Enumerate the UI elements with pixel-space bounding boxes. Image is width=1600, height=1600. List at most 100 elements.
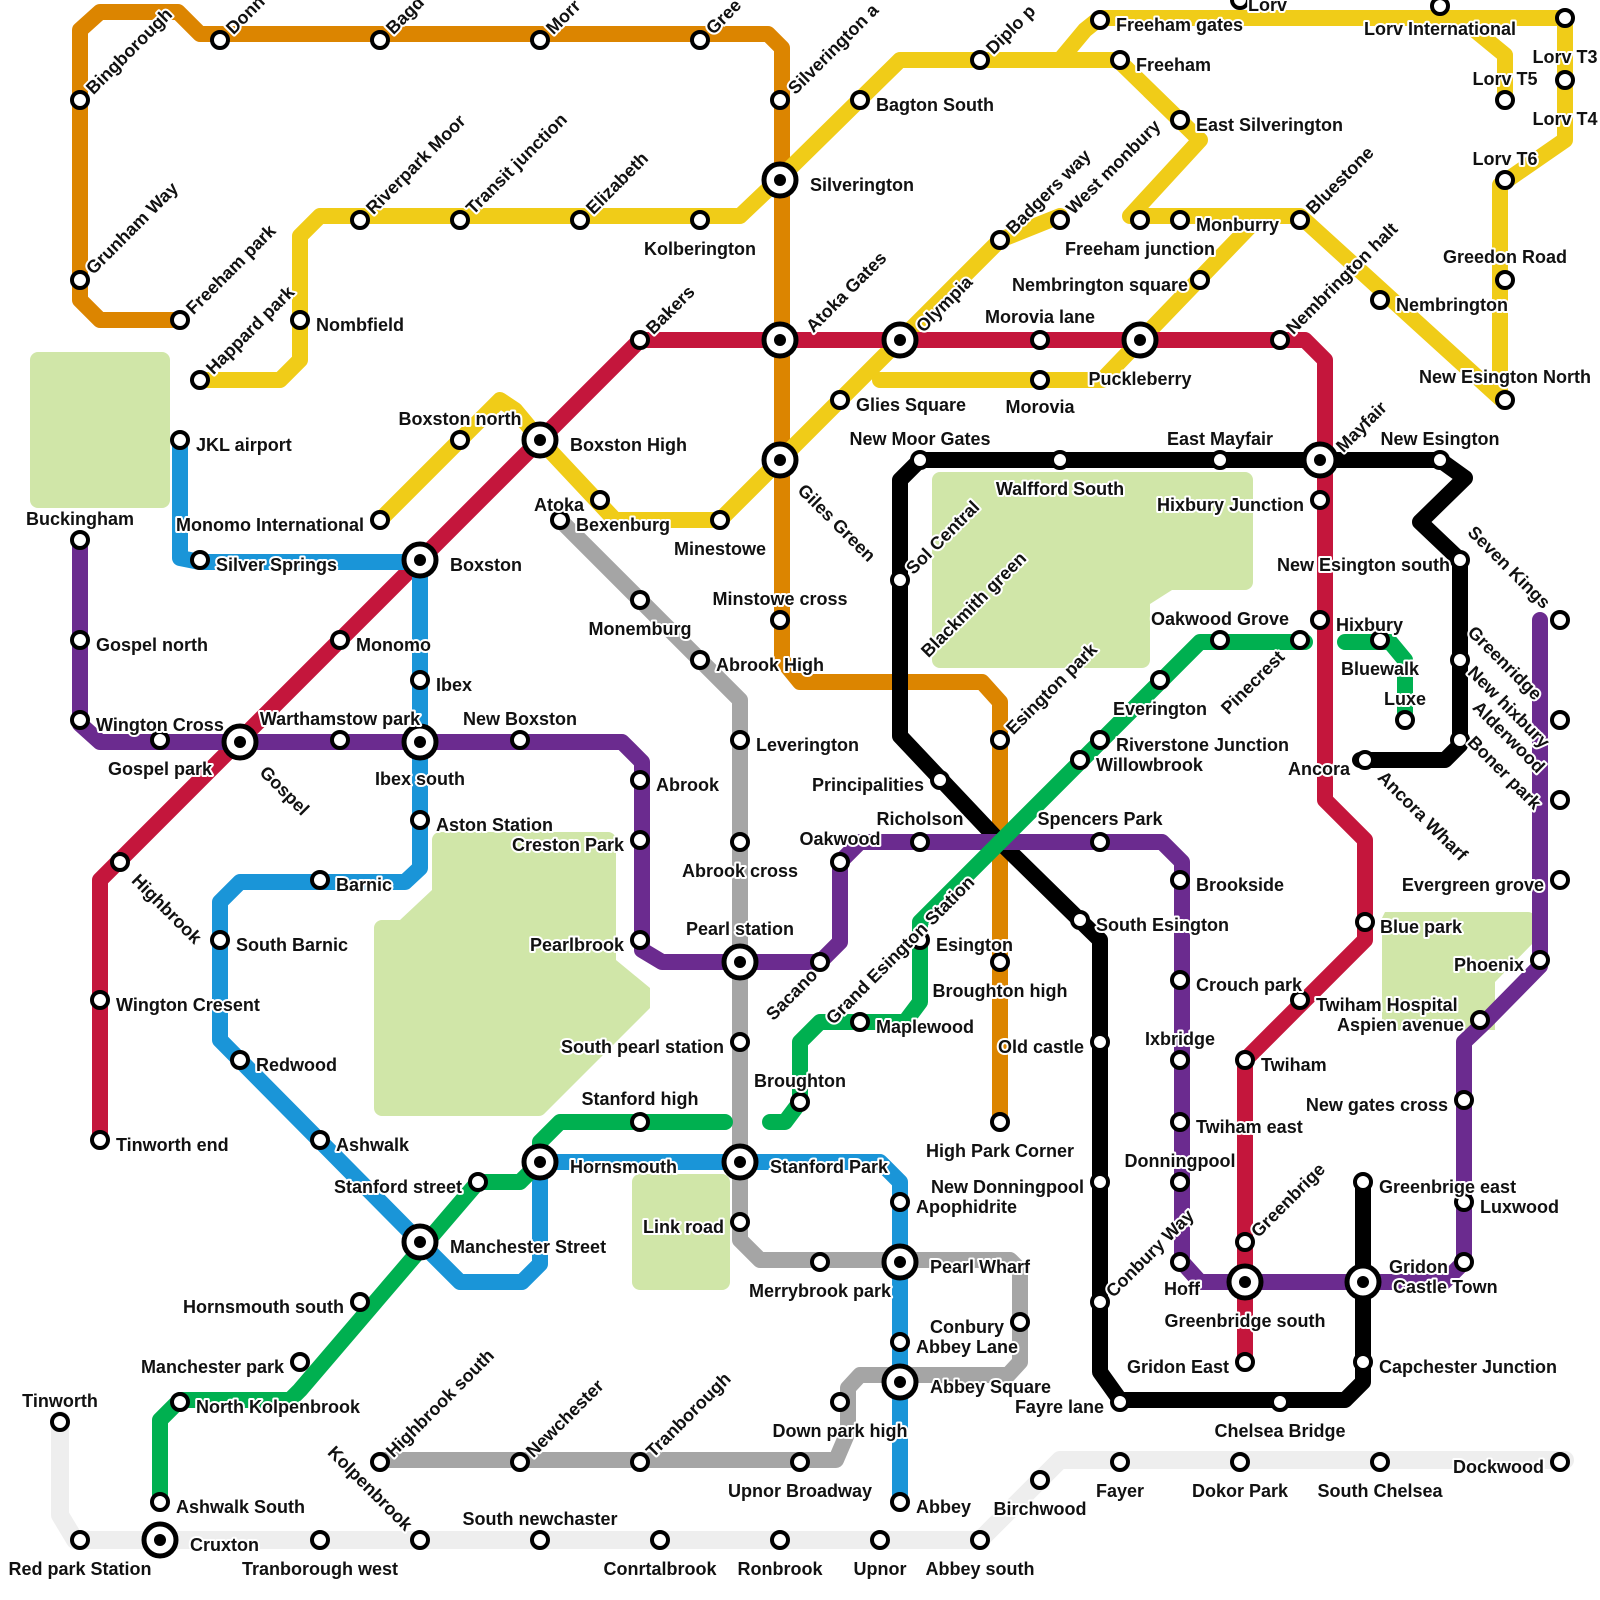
station-link-road[interactable]: [732, 1214, 748, 1230]
station-greedon-road[interactable]: [1497, 272, 1513, 288]
station-puckleberry[interactable]: [1124, 324, 1156, 356]
station-manchester-street[interactable]: [404, 1226, 436, 1258]
station-silverington-a[interactable]: [772, 92, 788, 108]
station-ibex-south[interactable]: [404, 726, 436, 758]
station-elizabeth[interactable]: [572, 212, 588, 228]
station-conrtalbrook[interactable]: [652, 1532, 668, 1548]
station-lorv-international[interactable]: [1432, 0, 1448, 14]
station-blue-park[interactable]: [1357, 914, 1373, 930]
station-upnor[interactable]: [872, 1532, 888, 1548]
station-newchester[interactable]: [512, 1454, 528, 1470]
station-sol-central[interactable]: [892, 572, 908, 588]
station-tinworth-end[interactable]: [92, 1132, 108, 1148]
station-upnor-broadway[interactable]: [792, 1454, 808, 1470]
station-broughton-high[interactable]: [992, 954, 1008, 970]
station-south-barnic[interactable]: [212, 932, 228, 948]
station-stanford-high[interactable]: [632, 1114, 648, 1130]
station-ronbrook[interactable]: [772, 1532, 788, 1548]
station-highbrook-south[interactable]: [372, 1454, 388, 1470]
station-new-gates-cross[interactable]: [1456, 1092, 1472, 1108]
station-east-mayfair[interactable]: [1212, 452, 1228, 468]
station-fayre-lane[interactable]: [1112, 1394, 1128, 1410]
station-gospel-north[interactable]: [72, 632, 88, 648]
station-kolpenbrook[interactable]: [412, 1532, 428, 1548]
station-spencers-park[interactable]: [1092, 834, 1108, 850]
station-esington-park[interactable]: [992, 732, 1008, 748]
station-freeham-junction[interactable]: [1132, 212, 1148, 228]
station-greenbrige-east[interactable]: [1355, 1174, 1371, 1190]
station-monomo-international[interactable]: [372, 512, 388, 528]
station-glies-square[interactable]: [832, 392, 848, 408]
station-atoka-gates[interactable]: [764, 324, 796, 356]
station-minstowe-cross[interactable]: [772, 612, 788, 628]
station-south-newchaster[interactable]: [532, 1532, 548, 1548]
station-warthamstow-park[interactable]: [332, 732, 348, 748]
station-donningpool[interactable]: [1172, 1174, 1188, 1190]
station-morr[interactable]: [532, 32, 548, 48]
station-everington[interactable]: [1152, 672, 1168, 688]
station-pearl-station[interactable]: [724, 946, 756, 978]
station-greenbridge-south[interactable]: [1229, 1266, 1261, 1298]
station-new-donningpool[interactable]: [1092, 1174, 1108, 1190]
station-badgers-way[interactable]: [992, 232, 1008, 248]
station-kolberington[interactable]: [692, 212, 708, 228]
station-twiham[interactable]: [1237, 1052, 1253, 1068]
station-nembrington-halt[interactable]: [1272, 332, 1288, 348]
station-new-hixbury[interactable]: [1452, 652, 1468, 668]
station-conbury-way[interactable]: [1092, 1294, 1108, 1310]
station-walford-south[interactable]: [1052, 452, 1068, 468]
station-greenbrige[interactable]: [1237, 1234, 1253, 1250]
station-brookside[interactable]: [1172, 872, 1188, 888]
station-hornsmouth-south[interactable]: [352, 1294, 368, 1310]
station-new-moor-gates[interactable]: [912, 452, 928, 468]
station-abbey-lane[interactable]: [892, 1334, 908, 1350]
station-red-park-station[interactable]: [72, 1532, 88, 1548]
station-morovia[interactable]: [1032, 372, 1048, 388]
station-oakwood-grove[interactable]: [1212, 632, 1228, 648]
station-lorv-t5[interactable]: [1497, 92, 1513, 108]
station-creston-park[interactable]: [632, 832, 648, 848]
station-atoka[interactable]: [592, 492, 608, 508]
station-ancora[interactable]: [1357, 752, 1373, 768]
station-gospel[interactable]: [224, 726, 256, 758]
station-pinecrest[interactable]: [1292, 632, 1308, 648]
station-nombfield[interactable]: [292, 312, 308, 328]
station-morovia-lane[interactable]: [1032, 332, 1048, 348]
station-abbey[interactable]: [892, 1494, 908, 1510]
station-gridon-east[interactable]: [1237, 1354, 1253, 1370]
station-tranborough[interactable]: [632, 1454, 648, 1470]
station-chelsea-bridge[interactable]: [1272, 1394, 1288, 1410]
station-transit-junction[interactable]: [452, 212, 468, 228]
station-north-kolpenbrook[interactable]: [172, 1394, 188, 1410]
station-crouch-park[interactable]: [1172, 972, 1188, 988]
station-donn[interactable]: [212, 32, 228, 48]
station-down-park-high[interactable]: [832, 1394, 848, 1410]
station-east-silverington[interactable]: [1172, 112, 1188, 128]
station-minestowe[interactable]: [712, 512, 728, 528]
station-freeham[interactable]: [1112, 52, 1128, 68]
station-tinworth[interactable]: [52, 1414, 68, 1430]
station-luxe[interactable]: [1397, 712, 1413, 728]
station-richolson[interactable]: [912, 834, 928, 850]
station-aston-station[interactable]: [412, 812, 428, 828]
station-lorv-t3[interactable]: [1557, 10, 1573, 26]
station-ashwalk[interactable]: [312, 1132, 328, 1148]
station-mayfair[interactable]: [1304, 444, 1336, 476]
station-maplewood[interactable]: [852, 1014, 868, 1030]
station-birchwood[interactable]: [1032, 1472, 1048, 1488]
station-abbey-south[interactable]: [972, 1532, 988, 1548]
station-dockwood[interactable]: [1552, 1454, 1568, 1470]
station-new-boxston[interactable]: [512, 732, 528, 748]
station-olympia[interactable]: [884, 324, 916, 356]
station-lorv[interactable]: [1232, 0, 1248, 8]
station-riverpark-moor[interactable]: [352, 212, 368, 228]
station-bagd[interactable]: [372, 32, 388, 48]
station-boner-park[interactable]: [1552, 792, 1568, 808]
station-evergreen-grove[interactable]: [1552, 872, 1568, 888]
station-redwood[interactable]: [232, 1052, 248, 1068]
station-boxston-north[interactable]: [452, 432, 468, 448]
station-bluestone[interactable]: [1292, 212, 1308, 228]
station-monomo[interactable]: [332, 632, 348, 648]
station-broughton[interactable]: [792, 1094, 808, 1110]
station-diplo-p[interactable]: [972, 52, 988, 68]
